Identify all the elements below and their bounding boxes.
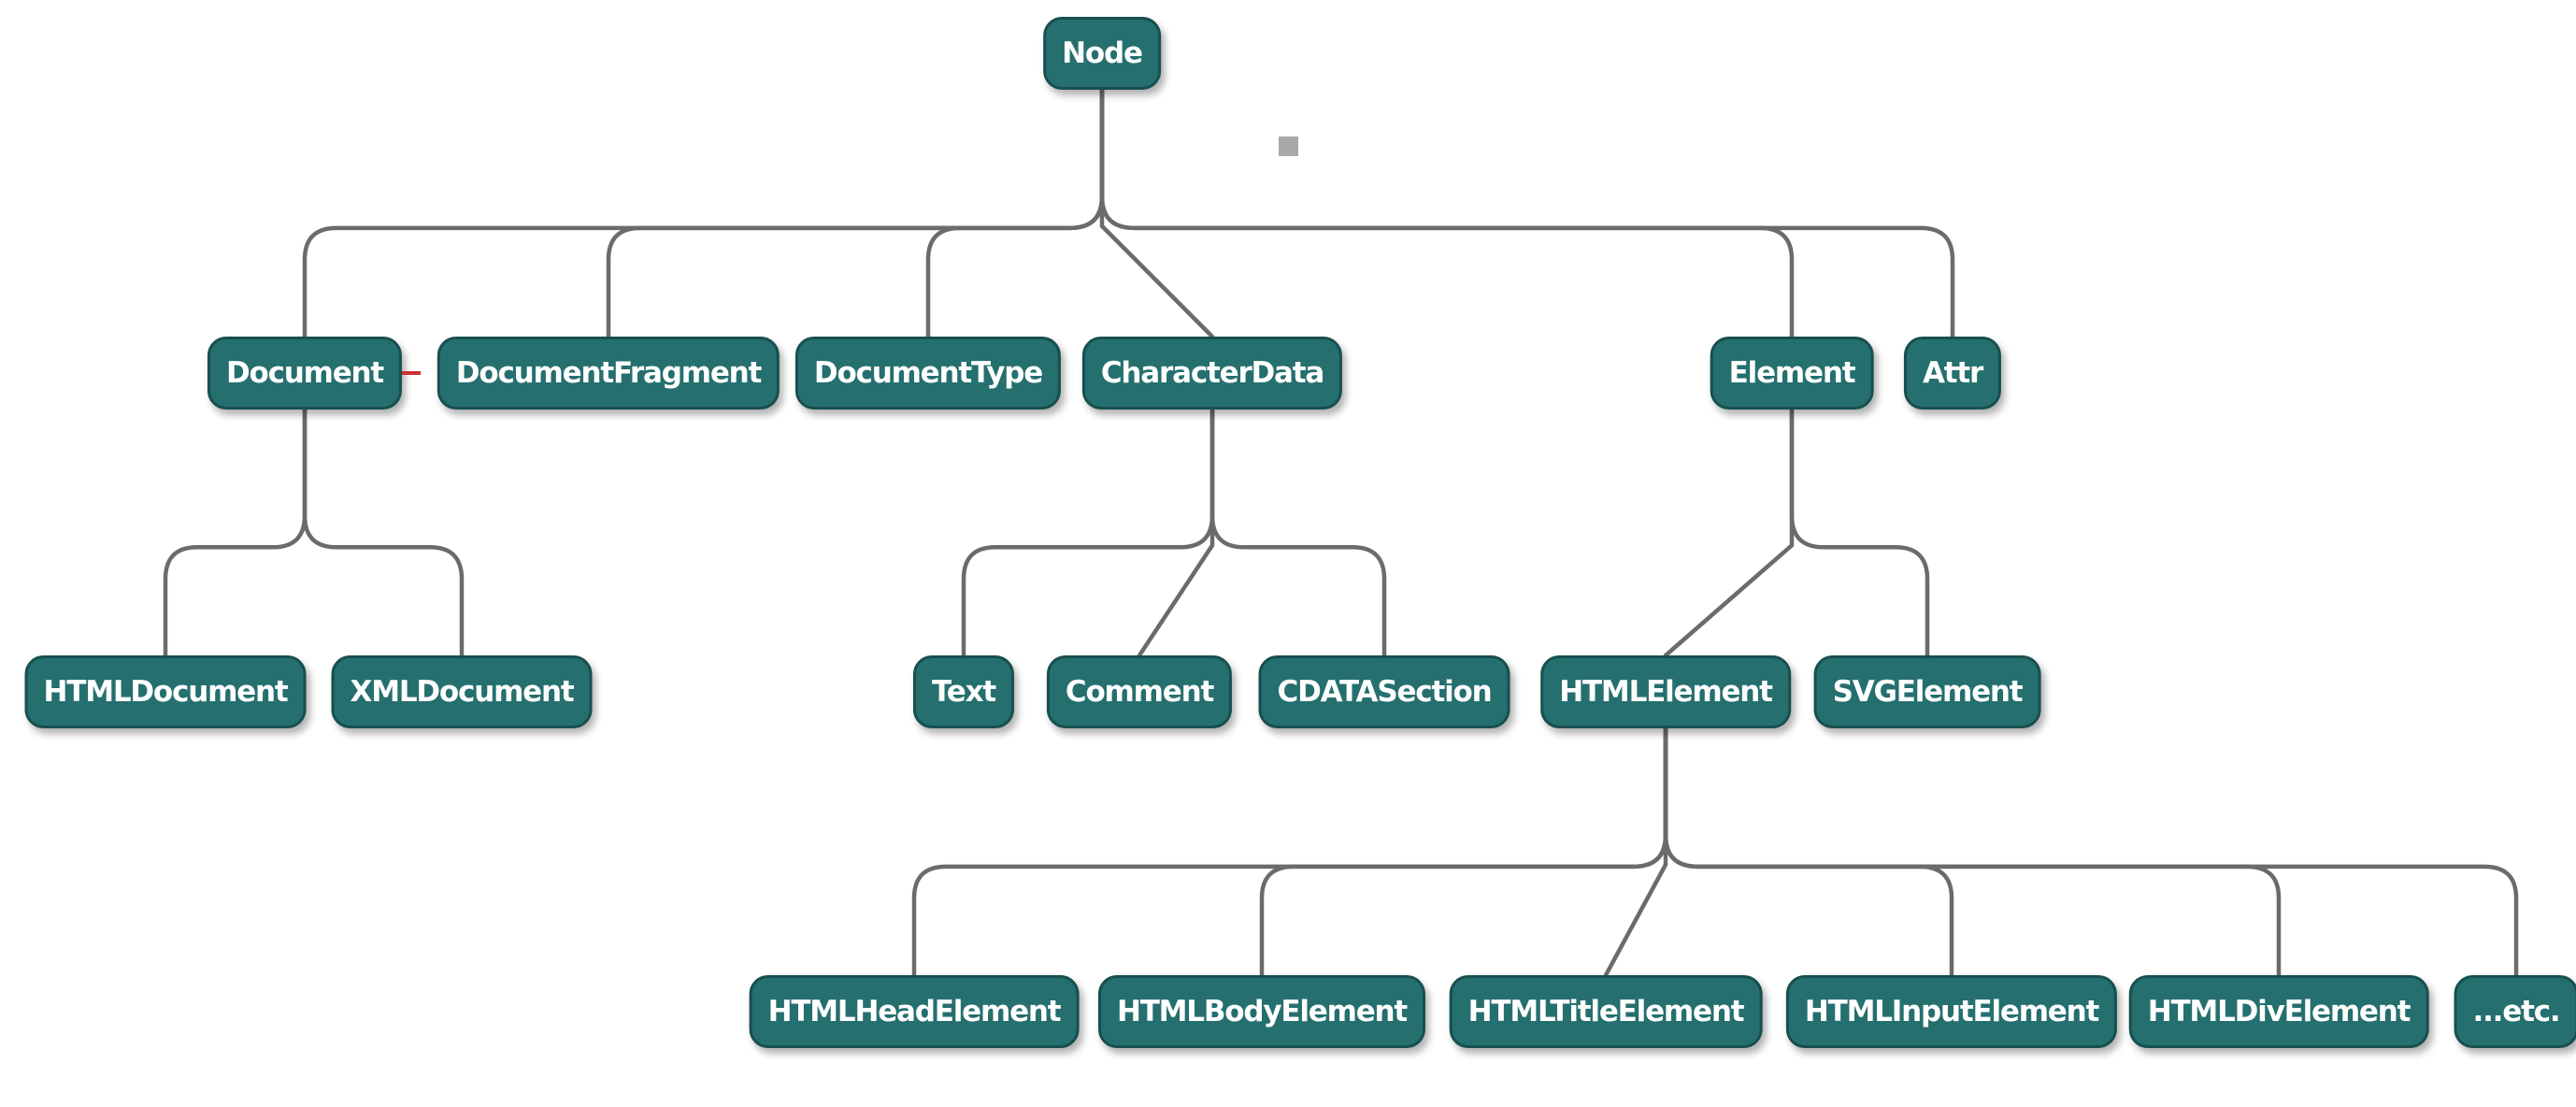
node-xml-document: XMLDocument [331, 655, 593, 728]
node-node: Node [1043, 17, 1161, 90]
node-html-title-element: HTMLTitleElement [1449, 975, 1763, 1048]
edge-document-html_document [163, 407, 308, 658]
edge-node-document [302, 87, 1105, 339]
node-html-head-element: HTMLHeadElement [749, 975, 1080, 1048]
edge-element-svg_element [1789, 407, 1930, 658]
node-html-input-element: HTMLInputElement [1785, 975, 2118, 1048]
edge-node-character_data [1099, 87, 1215, 339]
node-attr: Attr [1903, 337, 2002, 410]
small-dash-mark [402, 371, 421, 375]
edge-html_element-html_body_element [1259, 726, 1668, 978]
node-text: Text [912, 655, 1015, 728]
edge-node-element [1099, 87, 1795, 339]
edge-document-xml_document [302, 407, 465, 658]
node-element: Element [1710, 337, 1874, 410]
node-document-type: DocumentType [794, 337, 1062, 410]
node-comment: Comment [1046, 655, 1233, 728]
node-html-div-element: HTMLDivElement [2128, 975, 2429, 1048]
edge-html_element-html_div_element [1663, 726, 2282, 978]
node-etc: ...etc. [2454, 975, 2576, 1048]
edge-node-attr [1099, 87, 1955, 339]
edge-character_data-cdata_section [1209, 407, 1387, 658]
node-cdata-section: CDATASection [1258, 655, 1510, 728]
edge-element-html_element [1663, 407, 1795, 658]
edge-html_element-html_title_element [1603, 726, 1668, 978]
edge-html_element-etc [1663, 726, 2519, 978]
small-square-mark [1279, 137, 1298, 156]
edge-html_element-html_input_element [1663, 726, 1954, 978]
edge-node-document_fragment [606, 87, 1105, 339]
edge-character_data-text [961, 407, 1215, 658]
node-document-fragment: DocumentFragment [436, 337, 780, 410]
node-document: Document [207, 337, 403, 410]
node-html-document: HTMLDocument [24, 655, 307, 728]
node-html-element: HTMLElement [1540, 655, 1791, 728]
edge-html_element-html_head_element [911, 726, 1668, 978]
edge-character_data-comment [1137, 407, 1215, 658]
node-html-body-element: HTMLBodyElement [1097, 975, 1426, 1048]
node-svg-element: SVGElement [1813, 655, 2041, 728]
node-character-data: CharacterData [1081, 337, 1343, 410]
edge-node-document_type [925, 87, 1105, 339]
